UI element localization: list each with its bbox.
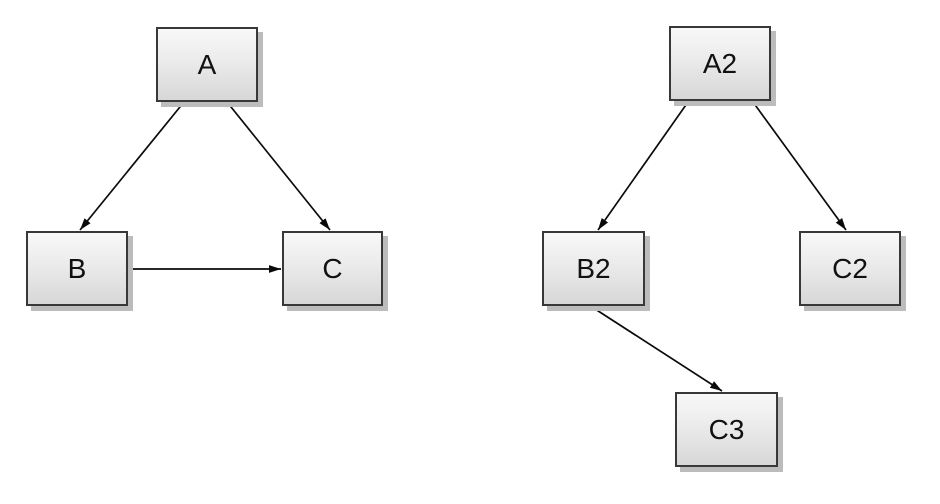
- node-label-B: B: [67, 252, 87, 284]
- node-A2[interactable]: A2: [669, 26, 771, 101]
- node-label-A2: A2: [702, 47, 738, 79]
- node-A[interactable]: A: [156, 27, 258, 102]
- node-label-C: C: [322, 252, 343, 284]
- node-label-A: A: [197, 48, 217, 80]
- node-label-B2: B2: [576, 252, 611, 284]
- node-label-C3: C3: [708, 413, 745, 445]
- node-B2[interactable]: B2: [542, 231, 645, 306]
- node-B[interactable]: B: [26, 231, 128, 306]
- node-C[interactable]: C: [282, 231, 383, 306]
- node-label-C2: C2: [832, 252, 868, 284]
- node-C3[interactable]: C3: [675, 392, 778, 467]
- node-C2[interactable]: C2: [799, 231, 901, 306]
